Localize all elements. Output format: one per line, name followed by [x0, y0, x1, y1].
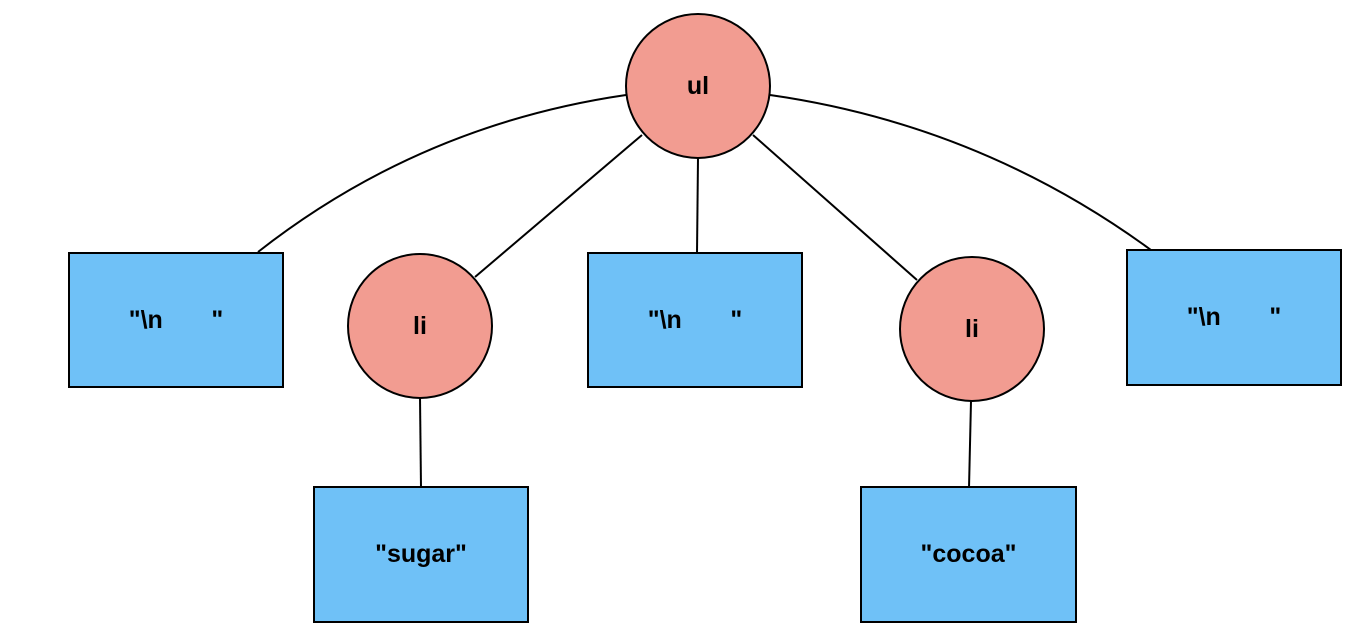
node-li-2-label: li: [965, 314, 979, 343]
node-li-1: li: [347, 253, 493, 399]
node-text-cocoa-label: "cocoa": [920, 540, 1017, 568]
node-text-1: "\n ": [68, 252, 284, 388]
node-text-1-label: "\n ": [128, 305, 224, 334]
node-text-2: "\n ": [587, 252, 803, 388]
node-li-2: li: [899, 256, 1045, 402]
node-ul-label: ul: [686, 71, 710, 100]
edge-ul-text3: [769, 94, 1152, 251]
node-text-2-label: "\n ": [647, 305, 743, 334]
node-text-sugar-label: "sugar": [375, 540, 467, 568]
node-li-1-label: li: [413, 311, 427, 340]
edge-li1-sugar: [419, 396, 422, 489]
node-text-sugar: "sugar": [313, 486, 529, 623]
node-ul: ul: [625, 13, 771, 159]
edge-ul-text1: [257, 94, 627, 253]
node-text-3: "\n ": [1126, 249, 1342, 386]
node-text-cocoa: "cocoa": [860, 486, 1077, 623]
node-text-3-label: "\n ": [1186, 303, 1282, 331]
edge-li2-cocoa: [968, 400, 972, 489]
edge-ul-li2: [752, 134, 918, 281]
edge-ul-text2: [696, 157, 699, 254]
edge-ul-li1: [474, 134, 643, 278]
